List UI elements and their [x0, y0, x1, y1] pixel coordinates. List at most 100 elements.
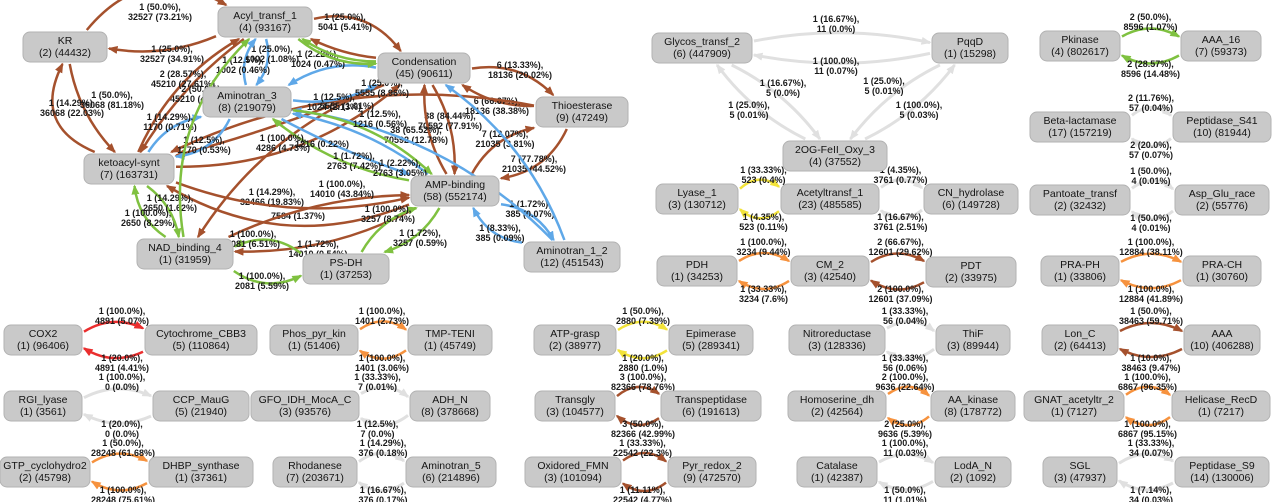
node-box[interactable]: [1172, 111, 1272, 143]
node-box[interactable]: [534, 390, 616, 422]
node-AAA[interactable]: AAA(10) (406288): [1183, 324, 1261, 356]
node-Helicase_RecD[interactable]: Helicase_RecD(1) (7217): [1171, 390, 1271, 422]
node-LodA_N[interactable]: LodA_N(2) (1092): [934, 456, 1012, 488]
node-PqqD[interactable]: PqqD(1) (15298): [931, 32, 1009, 64]
node-box[interactable]: [796, 456, 878, 488]
node-box[interactable]: [152, 390, 250, 422]
node-box[interactable]: [533, 324, 617, 356]
node-PS-DH[interactable]: PS-DH(1) (37253): [302, 253, 390, 285]
node-COX2[interactable]: COX2(1) (96406): [3, 324, 83, 356]
node-box[interactable]: [22, 31, 108, 63]
node-box[interactable]: [1029, 184, 1131, 216]
node-box[interactable]: [377, 52, 471, 84]
node-box[interactable]: [1180, 30, 1262, 62]
node-box[interactable]: [782, 140, 888, 172]
node-box[interactable]: [1042, 456, 1118, 488]
node-box[interactable]: [269, 324, 359, 356]
node-Peptidase_S9[interactable]: Peptidase_S9(14) (130006): [1174, 456, 1270, 488]
node-Beta-lactamase[interactable]: Beta-lactamase(17) (157219): [1029, 111, 1131, 143]
node-Aminotran_3[interactable]: Aminotran_3(8) (219079): [202, 86, 292, 118]
node-PDH[interactable]: PDH(1) (34253): [656, 255, 738, 287]
node-box[interactable]: [535, 96, 629, 128]
node-box[interactable]: [925, 256, 1017, 288]
node-box[interactable]: [144, 324, 258, 356]
node-box[interactable]: [202, 86, 292, 118]
node-Oxidored_FMN[interactable]: Oxidored_FMN(3) (101094): [524, 456, 622, 488]
node-box[interactable]: [1171, 390, 1271, 422]
node-box[interactable]: [1039, 30, 1121, 62]
node-NAD_binding_4[interactable]: NAD_binding_4(1) (31959): [136, 238, 234, 270]
node-RGI_lyase[interactable]: RGI_lyase(1) (3561): [3, 390, 83, 422]
node-Nitroreductase[interactable]: Nitroreductase(3) (128336): [788, 324, 886, 356]
node-Rhodanese[interactable]: Rhodanese(7) (203671): [272, 456, 358, 488]
node-AA_kinase[interactable]: AA_kinase(8) (178772): [930, 390, 1016, 422]
node-box[interactable]: [1174, 456, 1270, 488]
node-box[interactable]: [217, 6, 313, 38]
node-Thioesterase[interactable]: Thioesterase(9) (47249): [535, 96, 629, 128]
node-DHBP_synthase[interactable]: DHBP_synthase(1) (37361): [148, 456, 254, 488]
node-box[interactable]: [1041, 324, 1119, 356]
node-box[interactable]: [405, 456, 497, 488]
node-box[interactable]: [651, 32, 753, 64]
node-box[interactable]: [1029, 111, 1131, 143]
node-CN_hydrolase[interactable]: CN_hydrolase(6) (149728): [923, 183, 1019, 215]
node-box[interactable]: [250, 390, 360, 422]
node-box[interactable]: [1174, 184, 1270, 216]
node-2OG-FeII_Oxy_3[interactable]: 2OG-FeII_Oxy_3(4) (37552): [782, 140, 888, 172]
node-box[interactable]: [656, 255, 738, 287]
node-Aminotran_5[interactable]: Aminotran_5(6) (214896): [405, 456, 497, 488]
node-box[interactable]: [1183, 324, 1261, 356]
node-box[interactable]: [272, 456, 358, 488]
node-box[interactable]: [668, 324, 754, 356]
node-box[interactable]: [83, 153, 175, 185]
node-Catalase[interactable]: Catalase(1) (42387): [796, 456, 878, 488]
node-box[interactable]: [407, 324, 493, 356]
node-Condensation[interactable]: Condensation(45) (90611): [377, 52, 471, 84]
node-box[interactable]: [931, 32, 1009, 64]
node-Pkinase[interactable]: Pkinase(4) (802617): [1039, 30, 1121, 62]
node-PRA-CH[interactable]: PRA-CH(1) (30760): [1182, 255, 1262, 287]
node-PDT[interactable]: PDT(2) (33975): [925, 256, 1017, 288]
node-box[interactable]: [787, 390, 887, 422]
node-SGL[interactable]: SGL(3) (47937): [1042, 456, 1118, 488]
node-box[interactable]: [148, 456, 254, 488]
node-Peptidase_S41[interactable]: Peptidase_S41(10) (81944): [1172, 111, 1272, 143]
node-box[interactable]: [788, 324, 886, 356]
node-Asp_Glu_race[interactable]: Asp_Glu_race(2) (55776): [1174, 184, 1270, 216]
node-box[interactable]: [780, 183, 880, 215]
node-Pyr_redox_2[interactable]: Pyr_redox_2(9) (472570): [667, 456, 757, 488]
node-box[interactable]: [524, 456, 622, 488]
node-box[interactable]: [523, 241, 621, 273]
node-box[interactable]: [935, 324, 1011, 356]
node-GTP_cyclohydro2[interactable]: GTP_cyclohydro2(2) (45798): [0, 456, 91, 488]
node-CM_2[interactable]: CM_2(3) (42540): [790, 255, 870, 287]
node-box[interactable]: [930, 390, 1016, 422]
node-box[interactable]: [790, 255, 870, 287]
node-Phos_pyr_kin[interactable]: Phos_pyr_kin(1) (51406): [269, 324, 359, 356]
node-box[interactable]: [410, 175, 500, 207]
node-box[interactable]: [3, 390, 83, 422]
node-Epimerase[interactable]: Epimerase(5) (289341): [668, 324, 754, 356]
node-PRA-PH[interactable]: PRA-PH(1) (33806): [1040, 255, 1120, 287]
node-box[interactable]: [409, 390, 491, 422]
node-Acyl_transf_1[interactable]: Acyl_transf_1(4) (93167): [217, 6, 313, 38]
node-Lyase_1[interactable]: Lyase_1(3) (130712): [655, 183, 739, 215]
node-ThiF[interactable]: ThiF(3) (89944): [935, 324, 1011, 356]
node-box[interactable]: [660, 390, 762, 422]
node-box[interactable]: [1023, 390, 1125, 422]
node-box[interactable]: [655, 183, 739, 215]
node-box[interactable]: [3, 324, 83, 356]
node-KR[interactable]: KR(2) (44432): [22, 31, 108, 63]
node-Transgly[interactable]: Transgly(3) (104577): [534, 390, 616, 422]
node-TMP-TENI[interactable]: TMP-TENI(1) (45749): [407, 324, 493, 356]
node-CCP_MauG[interactable]: CCP_MauG(5) (21940): [152, 390, 250, 422]
node-Glycos_transf_2[interactable]: Glycos_transf_2(6) (447909): [651, 32, 753, 64]
node-box[interactable]: [302, 253, 390, 285]
node-Cytochrome_CBB3[interactable]: Cytochrome_CBB3(5) (110864): [144, 324, 258, 356]
node-Transpeptidase[interactable]: Transpeptidase(6) (191613): [660, 390, 762, 422]
node-Acetyltransf_1[interactable]: Acetyltransf_1(23) (485585): [780, 183, 880, 215]
node-Homoserine_dh[interactable]: Homoserine_dh(2) (42564): [787, 390, 887, 422]
node-AMP-binding[interactable]: AMP-binding(58) (552174): [410, 175, 500, 207]
node-Aminotran_1_2[interactable]: Aminotran_1_2(12) (451543): [523, 241, 621, 273]
node-box[interactable]: [667, 456, 757, 488]
